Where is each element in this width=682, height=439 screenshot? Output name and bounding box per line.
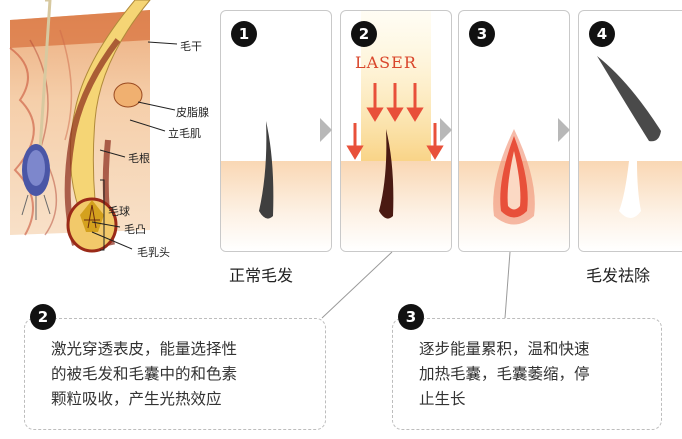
note-text: 激光穿透表皮，能量选择性 的被毛发和毛囊中的和色素 颗粒吸收，产生光热效应 <box>51 337 237 412</box>
note-line: 止生长 <box>419 390 466 408</box>
step-arrow-icon <box>558 118 570 142</box>
normal-hair-graphic <box>259 121 274 219</box>
step-number-badge: 1 <box>231 21 257 47</box>
label-hair-root: 毛根 <box>128 152 150 165</box>
caption-normal-hair: 正常毛发 <box>229 266 294 285</box>
step-2-panel: 2 LASER <box>340 10 452 252</box>
skin-layer <box>341 161 451 251</box>
step-number-badge: 2 <box>351 21 377 47</box>
note-line: 加热毛囊，毛囊萎缩，停 <box>419 365 590 383</box>
step-arrow-icon <box>320 118 332 142</box>
label-sebaceous-gland: 皮脂腺 <box>176 106 209 119</box>
step-1-panel: 1 <box>220 10 332 252</box>
note-number-badge: 3 <box>398 304 424 330</box>
label-arrector-pili: 立毛肌 <box>168 127 201 140</box>
note-line: 激光穿透表皮，能量选择性 <box>51 340 238 358</box>
note-line: 逐步能量累积，温和快速 <box>419 340 590 358</box>
step-number-badge: 3 <box>469 21 495 47</box>
label-hair-shaft: 毛干 <box>180 40 202 53</box>
hair-follicle-anatomy-illustration <box>9 0 178 253</box>
label-dermal-papilla: 毛乳头 <box>137 246 170 259</box>
note-box-step-3: 逐步能量累积，温和快速 加热毛囊，毛囊萎缩，停 止生长 <box>392 318 662 430</box>
skin-layer <box>221 161 331 251</box>
step-4-panel: 4 <box>578 10 682 252</box>
note-number-badge: 2 <box>30 304 56 330</box>
label-hair-bulge: 毛凸 <box>124 223 146 236</box>
step-arrow-icon <box>440 118 452 142</box>
caption-hair-removed: 毛发祛除 <box>586 266 651 285</box>
note-text: 逐步能量累积，温和快速 加热毛囊，毛囊萎缩，停 止生长 <box>419 337 590 412</box>
note-line: 颗粒吸收，产生光热效应 <box>51 390 222 408</box>
step-3-panel: 3 <box>458 10 570 252</box>
heated-follicle-graphic <box>493 129 535 225</box>
note-box-step-2: 激光穿透表皮，能量选择性 的被毛发和毛囊中的和色素 颗粒吸收，产生光热效应 <box>24 318 326 430</box>
step-number-badge: 4 <box>589 21 615 47</box>
removed-hair-graphic <box>597 56 661 218</box>
note-line: 的被毛发和毛囊中的和色素 <box>51 365 238 383</box>
laser-label: LASER <box>355 53 417 72</box>
label-hair-bulb: 毛球 <box>108 205 130 218</box>
